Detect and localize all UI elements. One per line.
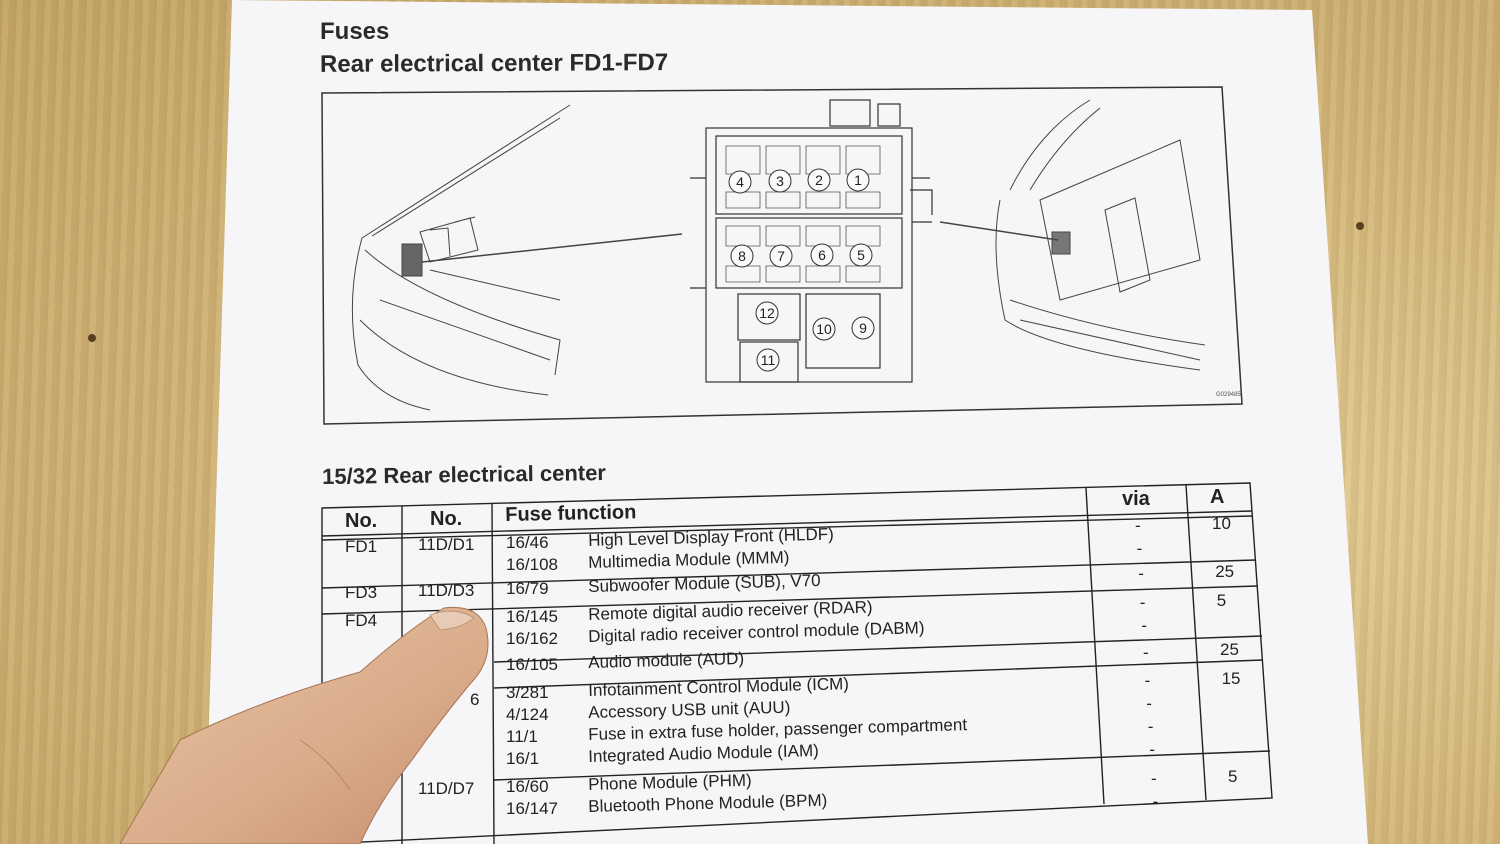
row-via: - (1151, 769, 1157, 789)
fuse-position-number: 9 (859, 320, 867, 336)
fuse-position-circle (756, 348, 780, 372)
row-via: - (1136, 538, 1143, 558)
fuse-position-circle (849, 243, 873, 267)
row-no-2: 11D/D1 (418, 535, 475, 555)
fuse-position-circle (846, 168, 870, 192)
fuse-position-circle (755, 301, 779, 325)
row-circuit-code: 4/124 (506, 705, 549, 725)
row-via: - (1146, 694, 1152, 714)
row-circuit-code: 3/281 (506, 683, 549, 703)
row-amperage: 5 (1216, 590, 1227, 610)
fuse-position-circle (768, 169, 792, 193)
row-circuit-code: 16/105 (506, 655, 558, 675)
fuse-position-circle (807, 168, 831, 192)
row-no-2: 11D/D3 (418, 581, 475, 601)
row-amperage: 10 (1212, 513, 1231, 533)
fuse-position-circle (728, 170, 752, 194)
fuse-position-circle (769, 244, 793, 268)
row-circuit-code: 16/79 (506, 579, 549, 599)
fuse-position-circle (851, 316, 875, 340)
fuse-position-number: 3 (776, 173, 784, 189)
fuse-box-outline (690, 99, 933, 383)
page-title: Fuses (320, 18, 390, 45)
fuse-position-circle (810, 243, 834, 267)
row-via: - (1152, 791, 1159, 811)
fuse-position-circle (730, 244, 754, 268)
diagram-code: G029485 (1216, 392, 1241, 398)
row-via: - (1139, 592, 1146, 612)
car-rear-left-sketch (351, 104, 683, 411)
fuse-position-number: 2 (815, 172, 823, 188)
row-circuit-code: 16/147 (506, 799, 558, 819)
partial-mark: 6 (470, 690, 480, 709)
fuse-position-number: 4 (736, 174, 744, 190)
row-circuit-code: 16/60 (506, 777, 549, 797)
row-circuit-code: 16/46 (506, 533, 549, 553)
fuse-position-number: 11 (761, 352, 776, 368)
row-circuit-code: 16/108 (506, 555, 558, 575)
header-no-2: No. (430, 508, 463, 530)
row-no-1: FD1 (345, 537, 378, 557)
row-amperage: 15 (1221, 669, 1241, 689)
row-via: - (1141, 615, 1148, 635)
header-no-1: No. (345, 510, 378, 532)
wood-knot (88, 334, 96, 342)
fuse-position-number: 12 (759, 305, 775, 321)
row-amperage: 25 (1215, 561, 1235, 581)
row-via: - (1135, 516, 1141, 536)
header-via: via (1122, 488, 1150, 510)
wood-knot (1356, 222, 1364, 230)
row-via: - (1147, 717, 1154, 737)
fuse-position-number: 10 (816, 321, 832, 337)
fuse-position-number: 7 (777, 248, 785, 264)
row-via: - (1144, 671, 1151, 691)
row-amperage: 25 (1220, 640, 1239, 660)
row-via: - (1149, 740, 1156, 760)
row-via: - (1143, 642, 1149, 662)
header-amp: A (1210, 486, 1225, 508)
row-no-2: 11D/D7 (418, 779, 475, 799)
fuse-position-circle (812, 317, 836, 341)
row-circuit-code: 16/162 (506, 629, 558, 649)
fuse-position-number: 5 (857, 247, 865, 263)
fuse-position-number: 6 (818, 247, 826, 263)
row-amperage: 5 (1228, 766, 1238, 786)
row-via: - (1138, 563, 1144, 583)
row-no-1: FD3 (345, 583, 378, 603)
row-circuit-code: 11/1 (506, 727, 538, 747)
car-rear-right-sketch (939, 99, 1206, 371)
fuse-position-number: 8 (738, 248, 746, 264)
row-no-1: FD4 (345, 611, 378, 631)
row-circuit-code: 16/145 (506, 607, 558, 627)
fuse-position-number: 1 (854, 172, 862, 188)
row-circuit-code: 16/1 (506, 749, 540, 769)
